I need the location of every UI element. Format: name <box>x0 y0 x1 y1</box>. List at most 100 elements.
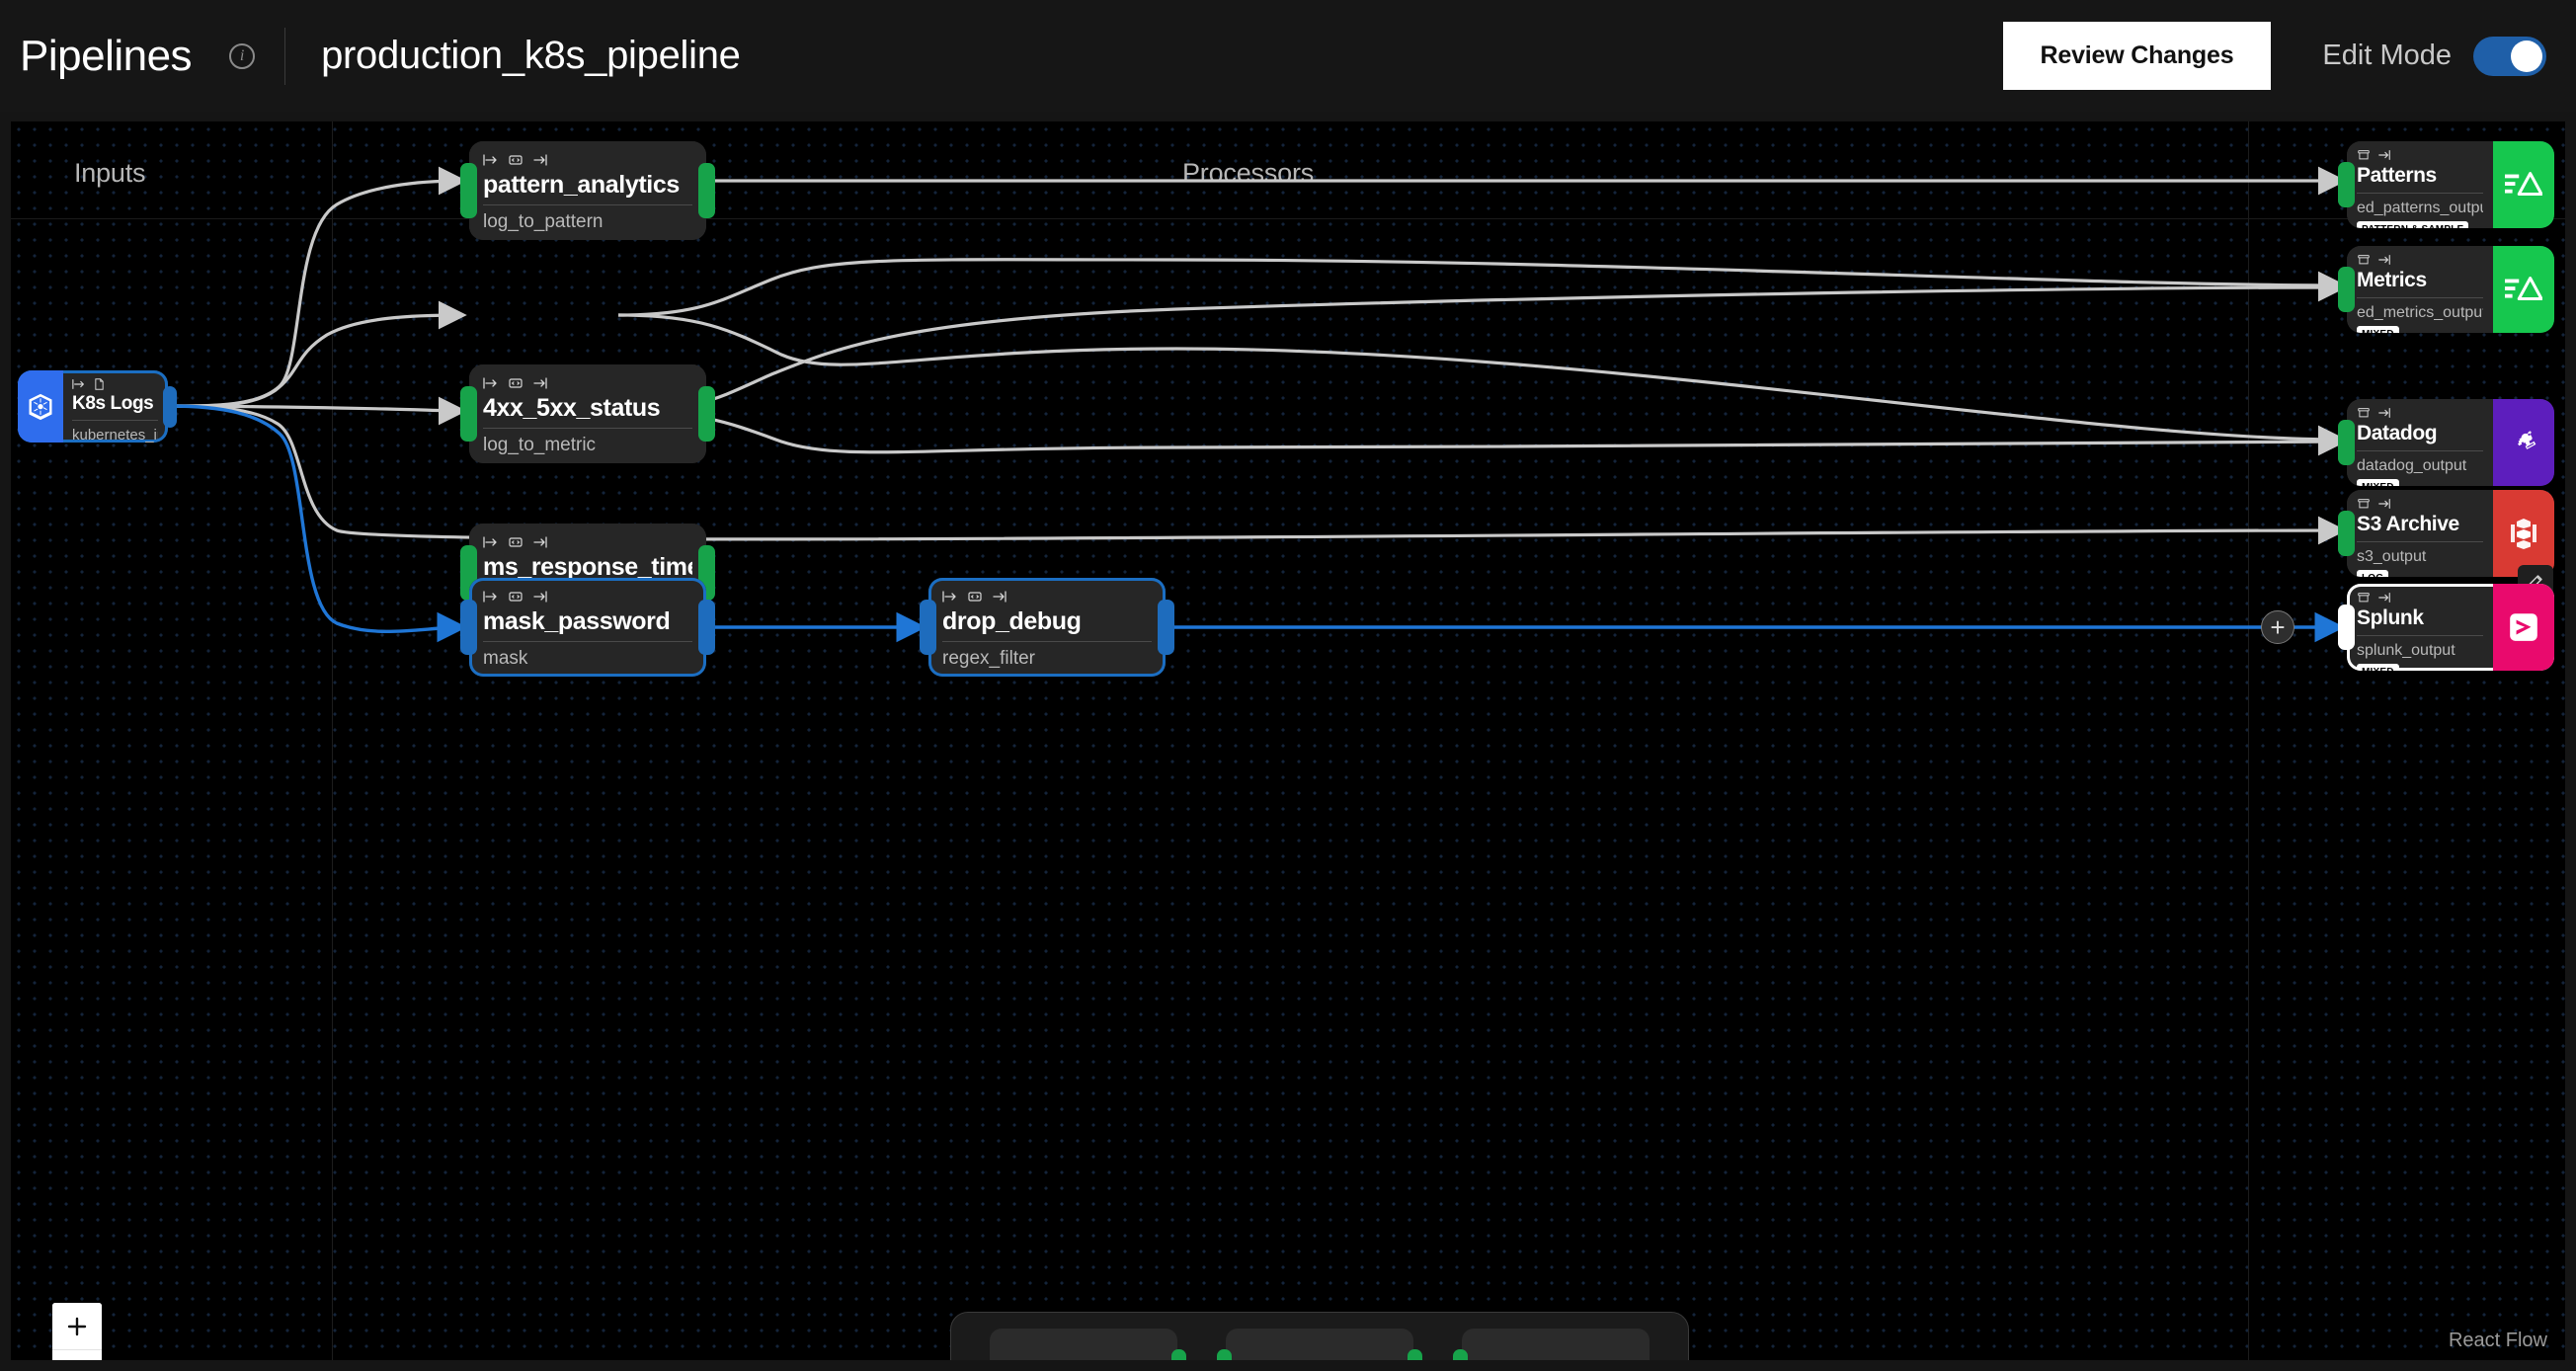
add-processor-button[interactable]: Add Processor <box>1216 1329 1422 1360</box>
input-arrow-icon <box>483 536 497 548</box>
edit-mode-label: Edit Mode <box>2322 40 2452 71</box>
input-handle[interactable] <box>2338 511 2355 556</box>
edge-k8s-to-ms-response <box>168 396 467 426</box>
header-divider <box>284 27 286 85</box>
node-icon-row <box>2357 253 2483 267</box>
node-separator <box>2357 297 2483 298</box>
processor-node-drop-debug[interactable]: drop_debug regex_filter LOG LOG <box>920 578 1174 677</box>
output-node-metrics[interactable]: Metrics ed_metrics_output MIXED <box>2338 246 2554 333</box>
output-arrow-icon <box>993 591 1006 603</box>
input-handle[interactable] <box>460 163 477 218</box>
output-handle[interactable] <box>698 386 715 442</box>
header-actions: Review Changes Edit Mode <box>2002 22 2576 90</box>
node-separator <box>2357 541 2483 542</box>
output-handle[interactable] <box>163 385 177 428</box>
input-handle[interactable] <box>2338 162 2355 207</box>
badge-left: PATTERN & SAMPLE <box>2357 220 2469 228</box>
input-handle[interactable] <box>1453 1349 1469 1360</box>
datadog-dog-icon <box>2493 399 2554 486</box>
splunk-icon <box>2493 584 2554 671</box>
node-icon-row <box>2357 406 2483 420</box>
output-handle[interactable] <box>1158 600 1174 655</box>
node-subtitle: ed_patterns_output <box>2357 200 2483 216</box>
edge-k8s-to-pattern-analytics <box>168 166 467 408</box>
node-title: K8s Logs <box>72 393 154 414</box>
flow-canvas[interactable]: Inputs Processors Outputs <box>11 121 2565 1360</box>
edge-4xx-to-metrics <box>617 258 2347 317</box>
node-badges: PATTERN & SAMPLE <box>2357 220 2483 228</box>
pipeline-name: production_k8s_pipeline <box>321 34 741 77</box>
output-node-splunk[interactable]: Splunk splunk_output MIXED <box>2338 584 2554 671</box>
input-handle[interactable] <box>920 600 936 655</box>
archive-icon <box>2358 499 2370 509</box>
edge-add-node-button[interactable]: + <box>2261 610 2294 644</box>
node-subtitle: splunk_output <box>2357 642 2455 659</box>
processor-node-4xx-5xx-status[interactable]: 4xx_5xx_status log_to_metric LOG METRIC <box>460 364 715 463</box>
review-changes-button[interactable]: Review Changes <box>2002 22 2272 90</box>
edgedelta-icon <box>2493 246 2554 333</box>
input-handle[interactable] <box>2338 420 2355 465</box>
badge-left: MIXED <box>2357 663 2399 671</box>
node-subtitle: ed_metrics_output <box>2357 304 2483 321</box>
edit-mode-toggle[interactable] <box>2473 36 2546 76</box>
zoom-in-button[interactable] <box>52 1303 102 1350</box>
zoom-out-button[interactable] <box>52 1350 102 1360</box>
node-icon-row <box>483 374 692 392</box>
node-title: 4xx_5xx_status <box>483 394 661 422</box>
code-box-icon <box>509 592 523 602</box>
output-handle[interactable] <box>1407 1349 1422 1360</box>
input-handle[interactable] <box>460 386 477 442</box>
plus-icon: + <box>2270 612 2286 642</box>
badge-left: MIXED <box>2357 325 2399 333</box>
node-icon-row <box>2357 497 2483 511</box>
node-badges: MIXED <box>2357 663 2483 671</box>
output-arrow-icon <box>533 591 547 603</box>
node-icon-row <box>483 588 692 605</box>
file-icon <box>95 378 104 390</box>
node-title: Patterns <box>2357 164 2437 187</box>
node-title: Splunk <box>2357 606 2424 629</box>
output-handle[interactable] <box>698 600 715 655</box>
output-arrow-icon <box>533 154 547 166</box>
edit-mode-control: Edit Mode <box>2322 36 2546 76</box>
badge-left: MIXED <box>2357 478 2399 486</box>
add-output-button[interactable]: Add Output <box>1453 1329 1650 1360</box>
input-handle[interactable] <box>2338 605 2355 650</box>
node-title: pattern_analytics <box>483 171 680 199</box>
zoom-controls <box>52 1303 102 1360</box>
output-node-patterns[interactable]: Patterns ed_patterns_output PATTERN & SA… <box>2338 141 2554 228</box>
node-title: mask_password <box>483 607 671 635</box>
edge-k8s-to-mask-password <box>168 404 468 643</box>
code-box-icon <box>509 537 523 547</box>
node-separator <box>2357 635 2483 636</box>
processor-node-mask-password[interactable]: mask_password mask LOG LOG <box>460 578 715 677</box>
archive-icon <box>2358 255 2370 265</box>
output-node-s3-archive[interactable]: S3 Archive s3_output LOG <box>2338 490 2554 577</box>
input-handle[interactable] <box>1216 1349 1232 1360</box>
node-separator <box>483 428 692 429</box>
code-box-icon <box>509 378 523 388</box>
processor-node-pattern-analytics[interactable]: pattern_analytics log_to_pattern LOG PAT… <box>460 141 715 240</box>
input-handle[interactable] <box>2338 267 2355 312</box>
column-title-inputs: Inputs <box>74 158 146 188</box>
code-box-icon <box>509 155 523 165</box>
react-flow-attribution[interactable]: React Flow <box>2448 1330 2547 1351</box>
input-arrow-icon <box>483 154 497 166</box>
output-handle[interactable] <box>1170 1349 1186 1360</box>
info-circle-icon[interactable]: i <box>229 42 256 69</box>
archive-icon <box>2358 408 2370 418</box>
header-lane-line <box>11 218 2565 219</box>
node-title: Metrics <box>2357 269 2427 291</box>
node-separator <box>942 641 1152 642</box>
output-arrow-icon <box>2378 593 2390 603</box>
output-node-datadog[interactable]: Datadog datadog_output MIXED <box>2338 399 2554 486</box>
output-arrow-icon <box>2378 408 2390 418</box>
input-node-k8s-logs[interactable]: K8s Logs kubernetes_input LOG <box>18 370 177 443</box>
edge-ms-to-metrics <box>617 273 2347 413</box>
output-handle[interactable] <box>698 163 715 218</box>
add-input-button[interactable]: Add Input <box>989 1329 1186 1360</box>
input-handle[interactable] <box>460 600 477 655</box>
add-node-toolbar: Add Input Add Processor Add Output <box>950 1312 1689 1360</box>
edge-layer <box>168 166 2347 643</box>
